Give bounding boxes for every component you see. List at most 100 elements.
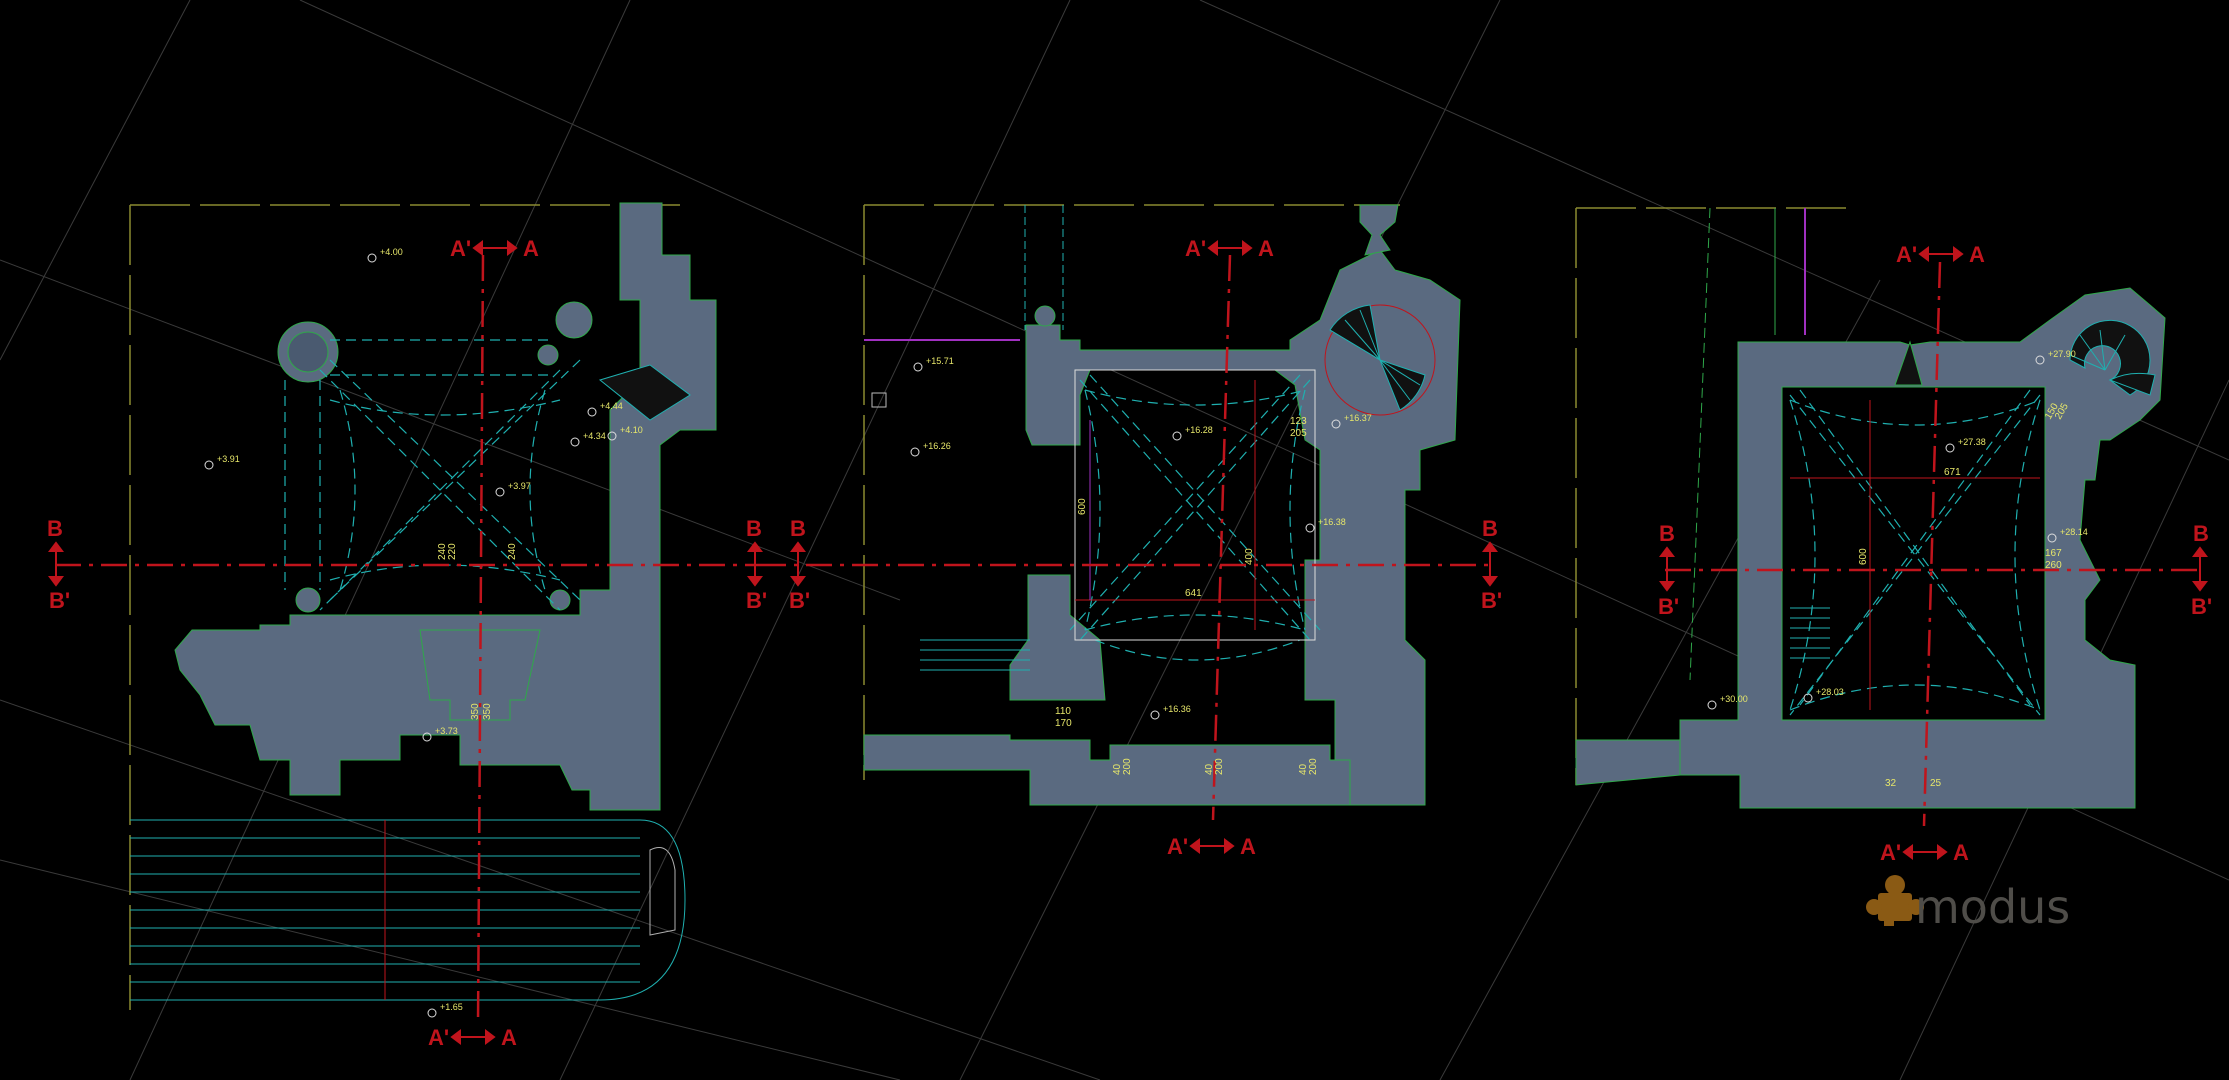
- dimension-label: 200: [1214, 758, 1225, 775]
- plan-2: +15.71 +16.26 +16.28 +16.37 +16.38 +16.3…: [760, 204, 1502, 859]
- dimension-label: 240: [507, 543, 518, 560]
- double-arrow-icon: [1207, 240, 1253, 256]
- elevation-marker: +16.26: [910, 441, 951, 457]
- double-arrow-vertical-icon: [747, 541, 763, 587]
- dimension-label: 25: [1930, 778, 1942, 789]
- elevation-marker: +16.37: [1331, 413, 1372, 429]
- plan-2-small-box: [871, 392, 887, 408]
- section-label-b: B: [746, 516, 762, 541]
- plan-3-vault: [1789, 389, 2041, 716]
- elevation-marker: +30.00: [1707, 694, 1748, 710]
- elevation-label: +4.44: [600, 401, 623, 411]
- section-label-b: B: [1659, 521, 1675, 546]
- plan-2-elevation-markers: +15.71 +16.26 +16.28 +16.37 +16.38 +16.3…: [910, 356, 1372, 720]
- plan-2-bay-outline: [1074, 369, 1316, 641]
- elevation-marker: +16.36: [1150, 704, 1191, 720]
- section-label-b-prime: B': [746, 588, 767, 613]
- section-label-a-prime: A': [428, 1025, 449, 1050]
- plan-1-elevation-markers: +4.00 +3.91 +3.97 +4.44 +4.34 +4.10 +3.7…: [204, 247, 643, 1018]
- dimension-label: 350: [482, 703, 493, 720]
- plan-1-spiral-stair: [598, 364, 691, 421]
- plan-3-section-marker-b-right: B B': [2191, 521, 2212, 619]
- plan-1-walls: [174, 202, 717, 811]
- elevation-marker: +3.91: [204, 454, 240, 470]
- dimension-label: 220: [447, 543, 458, 560]
- plan-2-column: [1034, 305, 1056, 327]
- dimension-label: 260: [2045, 560, 2062, 571]
- elevation-marker: +4.44: [587, 401, 623, 417]
- elevation-label: +16.36: [1163, 704, 1191, 714]
- plan-3-dimensions: 671 600 167 260 150 205 32 25: [1858, 401, 2071, 789]
- double-arrow-vertical-icon: [790, 541, 806, 587]
- elevation-label: +16.26: [923, 441, 951, 451]
- elevation-label: +27.38: [1958, 437, 1986, 447]
- plan-2-section-aa: [1211, 254, 1232, 821]
- elevation-marker: +3.97: [495, 481, 531, 497]
- plan-3-apex: [1894, 340, 1923, 386]
- section-label-a: A: [1240, 834, 1256, 859]
- plan-1-outline: [129, 204, 690, 1010]
- modus-logo: modus: [1866, 875, 2070, 934]
- plan-3-section-marker-a-top: A' A: [1896, 242, 1985, 267]
- plan-1-section-aa: [476, 254, 485, 1026]
- dimension-label: 110: [1055, 706, 1071, 717]
- plan-1-dimensions: 350 350 240 220 240: [437, 543, 518, 720]
- elevation-label: +16.28: [1185, 425, 1213, 435]
- section-label-a-prime: A': [450, 236, 471, 261]
- plan-2-spiral-stair: [1324, 304, 1436, 416]
- section-label-b-prime: B': [49, 588, 70, 613]
- elevation-label: +1.65: [440, 1002, 463, 1012]
- double-arrow-icon: [450, 1029, 496, 1045]
- dimension-label: 240: [437, 543, 448, 560]
- section-label-b-prime: B': [1481, 588, 1502, 613]
- puzzle-piece-icon: [1866, 875, 1924, 926]
- logo-text: modus: [1915, 880, 2070, 934]
- section-label-b: B: [790, 516, 806, 541]
- section-label-a-prime: A': [1167, 834, 1188, 859]
- dimension-label: 40: [1204, 763, 1215, 775]
- elevation-marker: +4.10: [607, 425, 643, 441]
- elevation-marker: +27.38: [1945, 437, 1986, 453]
- elevation-label: +15.71: [926, 356, 954, 366]
- elevation-label: +28.03: [1816, 687, 1844, 697]
- section-label-b: B: [2193, 521, 2209, 546]
- dimension-label: 40: [1112, 763, 1123, 775]
- dimension-label: 170: [1055, 718, 1072, 729]
- section-label-a-prime: A': [1896, 242, 1917, 267]
- elevation-label: +27.90: [2048, 349, 2076, 359]
- section-label-a-prime: A': [1880, 840, 1901, 865]
- plan-2-wall-tower: [1359, 204, 1399, 256]
- plan-2-wall-left: [1009, 574, 1106, 701]
- elevation-label: +30.00: [1720, 694, 1748, 704]
- plan-3-elevation-markers: +27.90 +27.38 +28.14 +30.00 +28.03: [1707, 349, 2088, 710]
- elevation-label: +16.38: [1318, 517, 1346, 527]
- dimension-label: 600: [1077, 498, 1088, 515]
- dimension-label: 671: [1944, 467, 1961, 478]
- elevation-label: +3.73: [435, 726, 458, 736]
- plan-1-section-marker-a-bottom: A' A: [428, 1025, 517, 1050]
- double-arrow-icon: [1902, 844, 1948, 860]
- plan-1-section-marker-b-right: B B': [746, 516, 767, 613]
- elevation-marker: +4.00: [367, 247, 403, 263]
- plan-2-section-marker-a-bottom: A' A: [1167, 834, 1256, 859]
- plan-2-section-marker-b-left: B B': [789, 516, 810, 613]
- section-label-b: B: [47, 516, 63, 541]
- plan-3-section-marker-b-left: B B': [1658, 521, 1679, 619]
- plan-1-section-marker-b-left: B B': [47, 516, 70, 613]
- section-label-a: A: [1953, 840, 1969, 865]
- elevation-marker: +27.90: [2035, 349, 2076, 365]
- dimension-label: 40: [1298, 763, 1309, 775]
- section-label-b-prime: B': [1658, 594, 1679, 619]
- plan-3-section-aa: [1922, 261, 1942, 827]
- double-arrow-vertical-icon: [48, 541, 64, 587]
- section-label-a: A: [1258, 236, 1274, 261]
- plan-2-outline: [863, 204, 1400, 780]
- elevation-marker: +16.38: [1305, 517, 1346, 533]
- elevation-marker: +4.34: [570, 431, 606, 447]
- elevation-label: +3.97: [508, 481, 531, 491]
- dimension-label: 200: [1122, 758, 1133, 775]
- elevation-label: +4.34: [583, 431, 606, 441]
- plan-1-vault: [284, 339, 581, 611]
- section-label-a: A: [523, 236, 539, 261]
- elevation-label: +4.10: [620, 425, 643, 435]
